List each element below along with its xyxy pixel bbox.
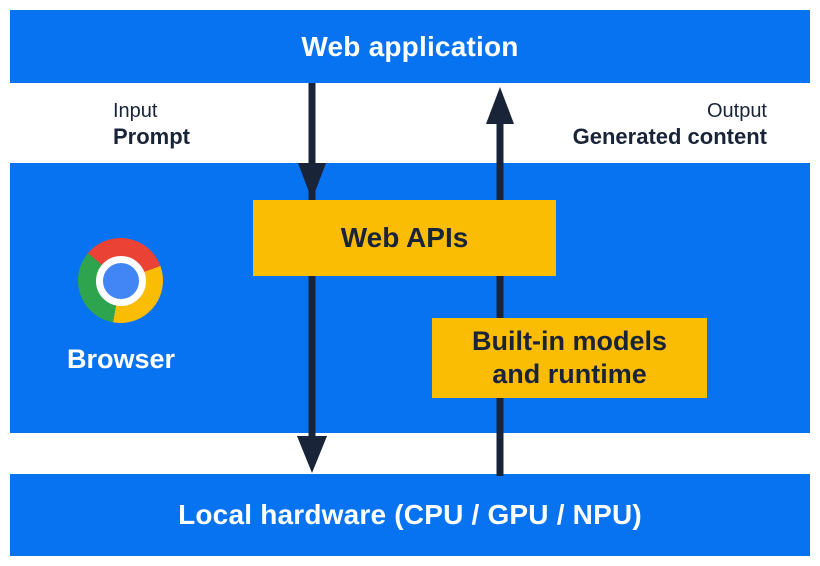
output-value: Generated content bbox=[572, 124, 767, 149]
output-title: Output bbox=[706, 100, 767, 122]
input-title: Input bbox=[113, 100, 158, 122]
chrome-logo-hub bbox=[95, 255, 146, 306]
builtin-models-line2: and runtime bbox=[492, 359, 647, 389]
output-label-block: Output Generated content bbox=[573, 99, 767, 150]
web-application-label: Web application bbox=[301, 30, 519, 62]
builtin-models-box: Built-in models and runtime bbox=[432, 318, 707, 398]
web-application-bar: Web application bbox=[10, 10, 810, 83]
local-hardware-label: Local hardware (CPU / GPU / NPU) bbox=[178, 499, 642, 530]
input-value: Prompt bbox=[113, 124, 190, 149]
input-label-block: Input Prompt bbox=[113, 99, 190, 150]
chrome-logo-icon bbox=[78, 238, 163, 323]
web-apis-label: Web APIs bbox=[340, 222, 469, 253]
browser-label: Browser bbox=[66, 344, 176, 374]
builtin-models-line1: Built-in models bbox=[472, 326, 667, 356]
web-apis-box: Web APIs bbox=[253, 200, 556, 276]
local-hardware-bar: Local hardware (CPU / GPU / NPU) bbox=[10, 474, 810, 556]
